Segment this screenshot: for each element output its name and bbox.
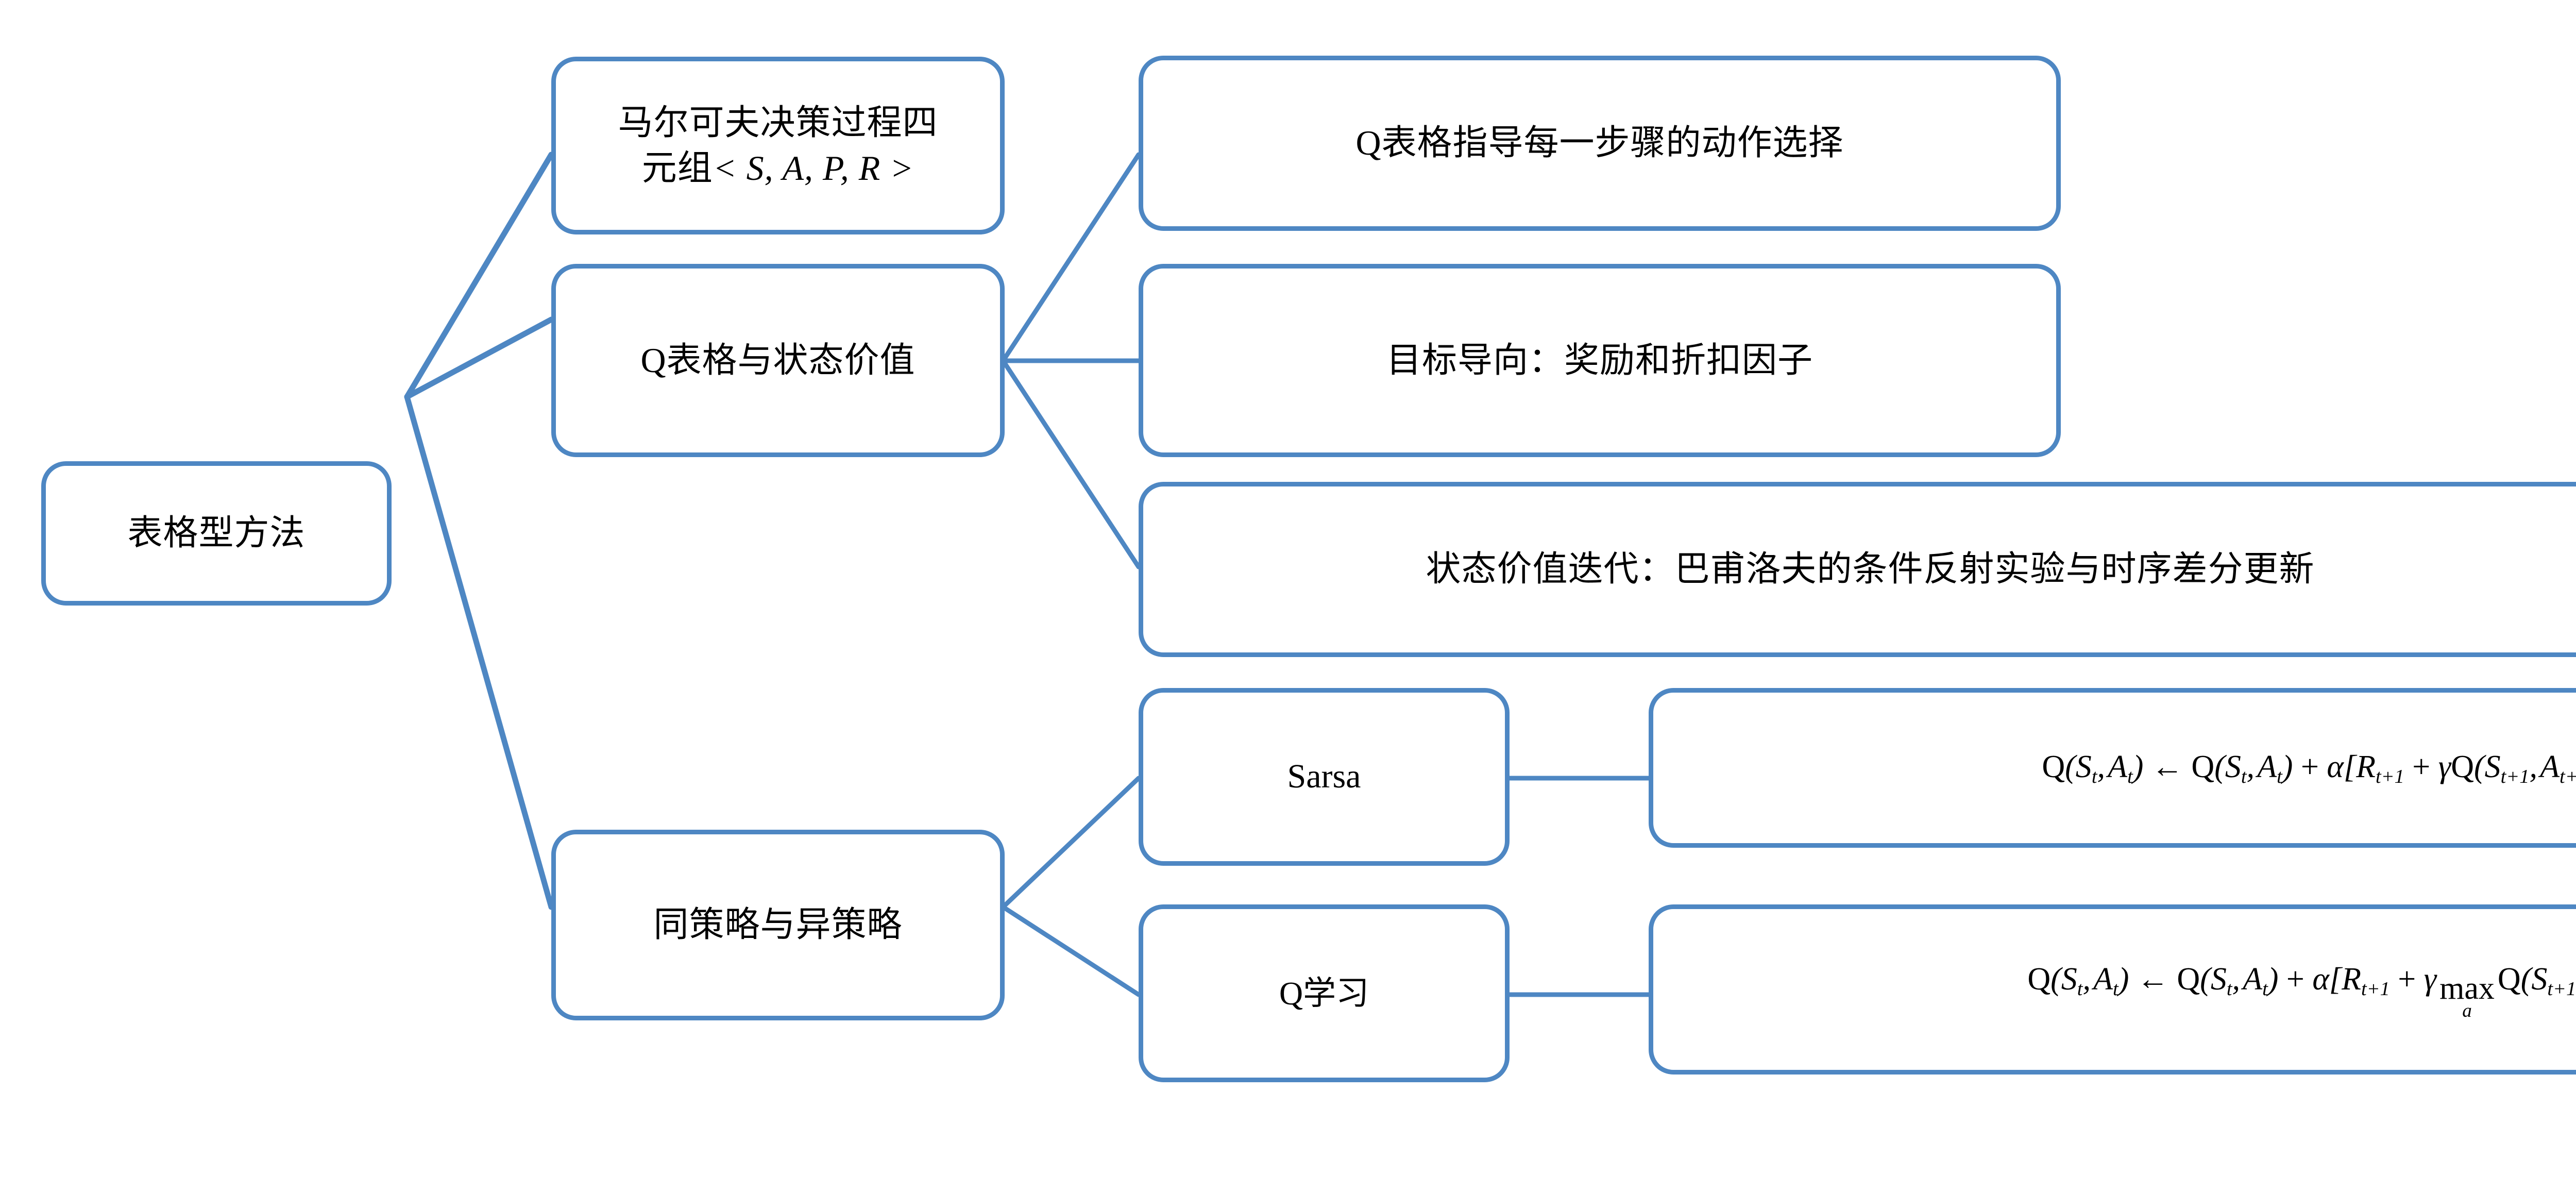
node-mdp[interactable]: 马尔可夫决策过程四 元组< S, A, P, R > [551,57,1005,234]
edge-root-to-onoff [404,394,554,910]
edge-qtable-to-iteration [1001,358,1141,569]
edge-root-to-qtable [404,316,554,400]
node-mdp-label-tuple: < S, A, P, R > [713,148,914,188]
edge-root-to-mdp [404,152,554,400]
node-q-learning[interactable]: Q学习 [1139,904,1510,1082]
node-q-table-state-value[interactable]: Q表格与状态价值 [551,264,1005,457]
node-q-table-state-value-label: Q表格与状态价值 [640,340,916,380]
node-sarsa-formula[interactable]: Q(St, At) ← Q(St, At) + α[Rt+1 + γQ(St+1… [1649,688,2576,848]
node-root[interactable]: 表格型方法 [41,461,392,606]
node-mdp-label-line2-prefix: 元组 [641,148,713,188]
node-q-guides-action[interactable]: Q表格指导每一步骤的动作选择 [1139,56,2061,231]
node-goal-oriented-label: 目标导向：奖励和折扣因子 [1386,340,1813,380]
node-state-value-iteration[interactable]: 状态价值迭代：巴甫洛夫的条件反射实验与时序差分更新 [1139,482,2576,657]
node-mdp-label-wrap: 马尔可夫决策过程四 元组< S, A, P, R > [618,100,938,190]
node-root-label: 表格型方法 [127,513,306,553]
node-q-guides-action-label: Q表格指导每一步骤的动作选择 [1355,123,1844,163]
edge-onoff-to-sarsa [1001,776,1141,910]
node-mdp-label-line2: 元组< S, A, P, R > [618,146,938,191]
edge-qtable-to-q-guides [1001,152,1141,363]
node-state-value-iteration-label: 状态价值迭代：巴甫洛夫的条件反射实验与时序差分更新 [1426,549,2315,589]
node-on-off-policy[interactable]: 同策略与异策略 [551,830,1005,1020]
node-sarsa-label: Sarsa [1287,758,1361,796]
node-q-learning-label: Q学习 [1279,975,1369,1012]
node-mdp-label-line1: 马尔可夫决策过程四 [618,103,938,143]
sarsa-formula-text: Q(St, At) ← Q(St, At) + α[Rt+1 + γQ(St+1… [2042,749,2576,787]
edge-onoff-to-qlearning [1001,904,1141,997]
node-on-off-policy-label: 同策略与异策略 [653,905,903,945]
node-goal-oriented[interactable]: 目标导向：奖励和折扣因子 [1139,264,2061,457]
node-sarsa[interactable]: Sarsa [1139,688,1510,866]
